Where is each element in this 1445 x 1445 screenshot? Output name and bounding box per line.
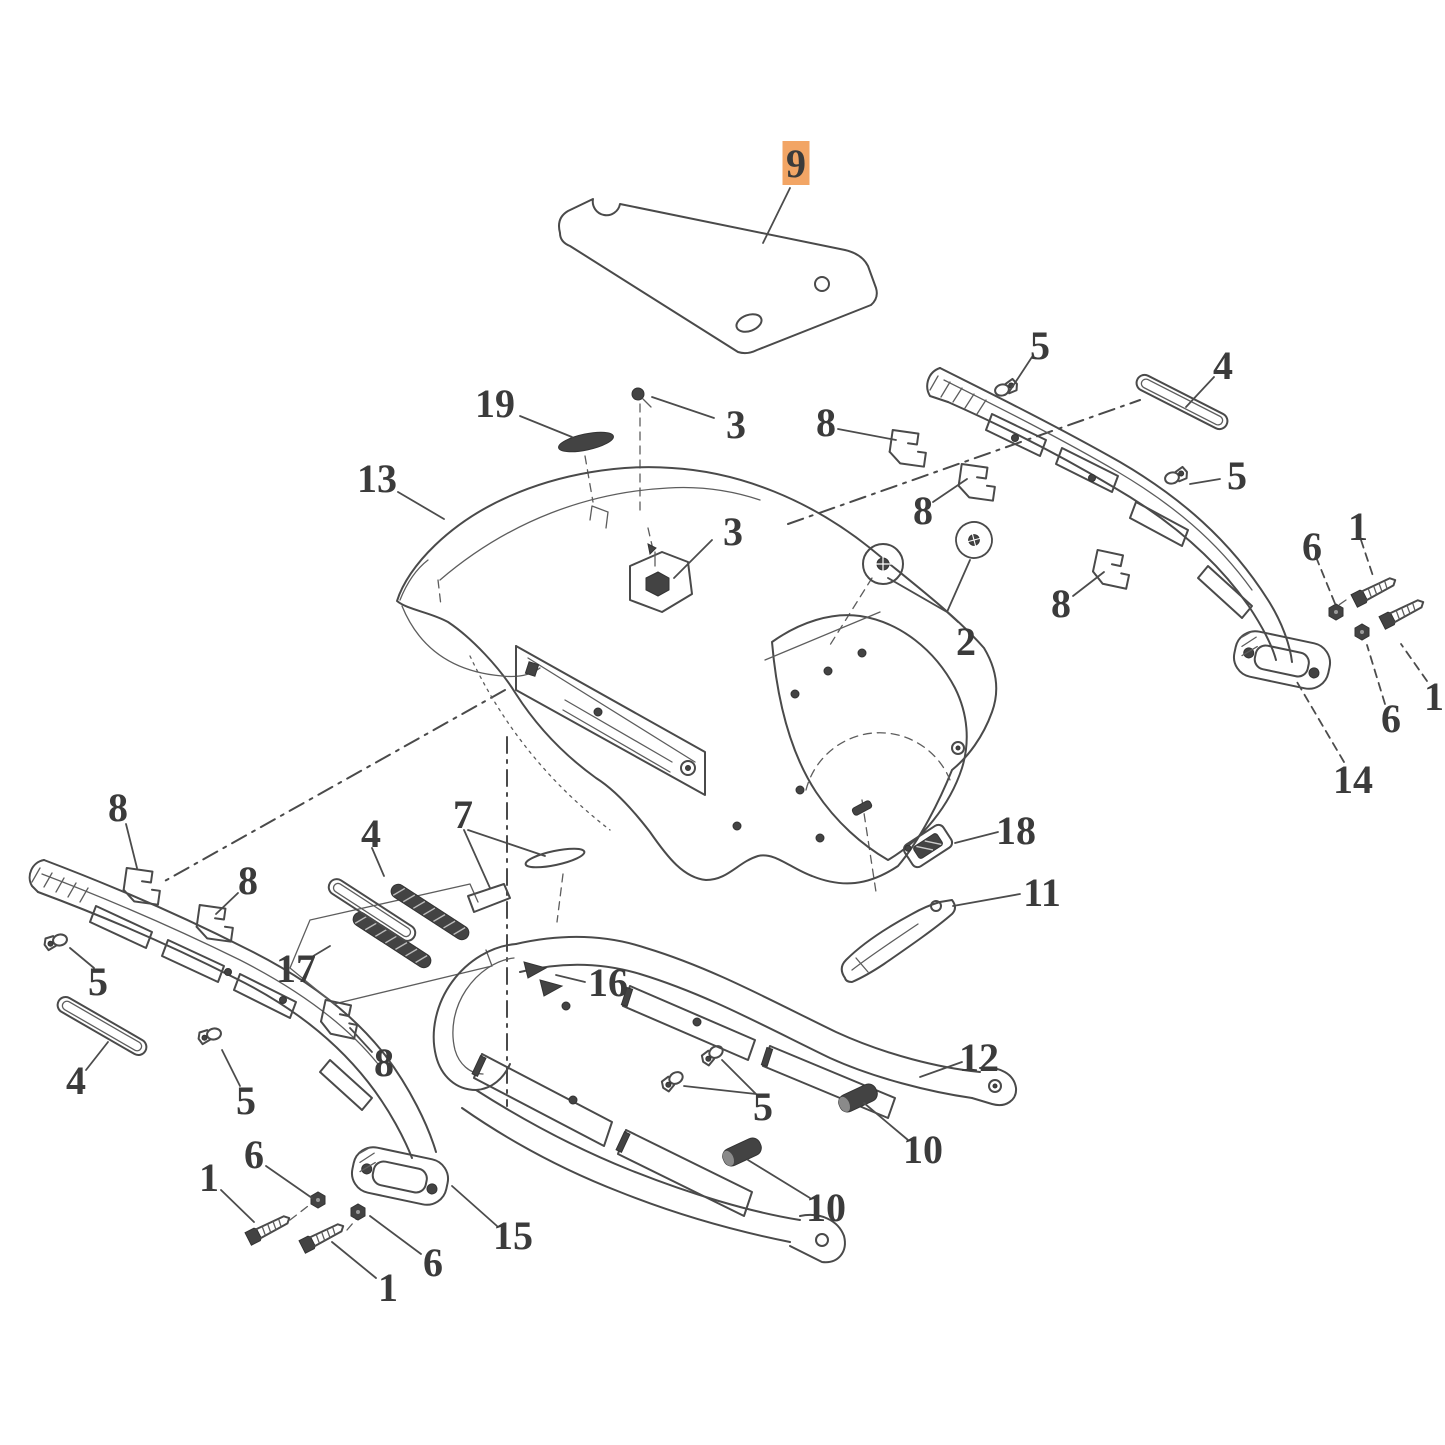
callout-8-10[interactable]: 8: [1051, 581, 1071, 626]
callout-18-17[interactable]: 18: [996, 808, 1036, 853]
part-16-screws: [523, 961, 564, 997]
callout-8-9[interactable]: 8: [913, 488, 933, 533]
callout-5-29[interactable]: 5: [88, 959, 108, 1004]
callout-8-8[interactable]: 8: [816, 400, 836, 445]
callout-6-36[interactable]: 6: [423, 1240, 443, 1285]
part-14-right-support: [926, 367, 1335, 694]
callout-1-34[interactable]: 1: [199, 1155, 219, 1200]
callout-4-30[interactable]: 4: [66, 1058, 86, 1103]
callout-3-4[interactable]: 3: [723, 509, 743, 554]
callout-7-24[interactable]: 7: [453, 792, 473, 837]
callout-8-26[interactable]: 8: [238, 858, 258, 903]
part-9-gasket: [558, 198, 878, 355]
callout-5-7[interactable]: 5: [1227, 453, 1247, 498]
callout-10-21[interactable]: 10: [806, 1185, 846, 1230]
callout-6-33[interactable]: 6: [244, 1132, 264, 1177]
callout-3-2[interactable]: 3: [726, 402, 746, 447]
part-12-rack: [432, 935, 1018, 1264]
callout-5-31[interactable]: 5: [236, 1078, 256, 1123]
part-3-screw: [631, 387, 657, 556]
callout-highlight: [782, 141, 810, 185]
callout-12-19[interactable]: 12: [959, 1035, 999, 1080]
callout-8-25[interactable]: 8: [108, 785, 128, 830]
spacers-10: [719, 1080, 881, 1170]
callout-9-0[interactable]: 9: [786, 141, 806, 186]
part-11-arm: [840, 899, 956, 983]
callout-5-22[interactable]: 5: [753, 1084, 773, 1129]
part-19-trim: [558, 431, 614, 453]
callout-16-23[interactable]: 16: [588, 960, 628, 1005]
callout-5-5[interactable]: 5: [1030, 323, 1050, 368]
callout-14-16[interactable]: 14: [1333, 757, 1373, 802]
nuts-6: [310, 603, 1370, 1221]
callout-2-11[interactable]: 2: [956, 619, 976, 664]
part-15-left-support: [28, 859, 453, 1210]
callout-19-1[interactable]: 19: [475, 381, 515, 426]
callout-1-14[interactable]: 1: [1424, 674, 1444, 719]
fender-nut-boss: [629, 551, 693, 613]
fender-left-mount-plate: [515, 645, 706, 796]
part-18-connector: [902, 823, 954, 869]
callout-8-32[interactable]: 8: [374, 1040, 394, 1085]
callout-15-35[interactable]: 15: [493, 1213, 533, 1258]
callout-1-37[interactable]: 1: [378, 1265, 398, 1310]
callout-6-15[interactable]: 6: [1381, 696, 1401, 741]
callout-13-3[interactable]: 13: [357, 456, 397, 501]
callout-4-6[interactable]: 4: [1213, 343, 1233, 388]
part-7-trims: [467, 847, 586, 913]
callout-17-28[interactable]: 17: [276, 946, 316, 991]
leader-lines: [69, 187, 1428, 1279]
part-13-fender: [396, 466, 998, 885]
callout-6-12[interactable]: 6: [1302, 524, 1322, 569]
part-17-docking-kit: [289, 880, 493, 1005]
fender-right-inner-panel: [732, 611, 968, 861]
callout-10-20[interactable]: 10: [903, 1127, 943, 1172]
callout-1-13[interactable]: 1: [1348, 504, 1368, 549]
construction-lines: [162, 399, 1347, 1231]
callout-11-18[interactable]: 11: [1023, 870, 1061, 915]
callout-4-27[interactable]: 4: [361, 811, 381, 856]
